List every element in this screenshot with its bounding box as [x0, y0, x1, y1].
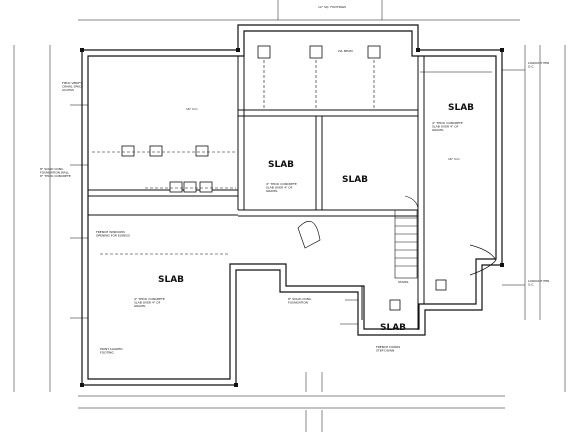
note-footing-south-center: 8" SOLID CONC.FOUNDATION — [288, 297, 312, 305]
stairs — [394, 195, 419, 279]
interior-walls — [88, 56, 425, 330]
slab-label-south: SLAB — [380, 323, 406, 333]
note-top-beam: LVL BEAM — [338, 49, 353, 53]
room-labels: SLAB SLAB SLAB SLAB SLAB — [158, 103, 474, 333]
slab-label-center-right: SLAB — [342, 175, 368, 185]
exterior-walls — [81, 24, 503, 386]
leader-lines — [70, 69, 525, 325]
slab-label-center-left: SLAB — [268, 160, 294, 170]
note-top: 12" SQ. FOOTINGS — [318, 5, 346, 9]
column-markers — [80, 48, 504, 387]
note-east-dim: 16" O.C. — [448, 157, 460, 161]
slab-label-west: SLAB — [158, 275, 184, 285]
dimension-lines — [13, 0, 566, 432]
beam-lines — [92, 60, 375, 255]
note-west-dim: 16" O.C. — [186, 107, 198, 111]
door-swings — [297, 220, 497, 276]
note-stairs: STAIRS — [398, 280, 409, 284]
slab-label-east: SLAB — [448, 103, 474, 113]
window-markers — [121, 45, 447, 311]
